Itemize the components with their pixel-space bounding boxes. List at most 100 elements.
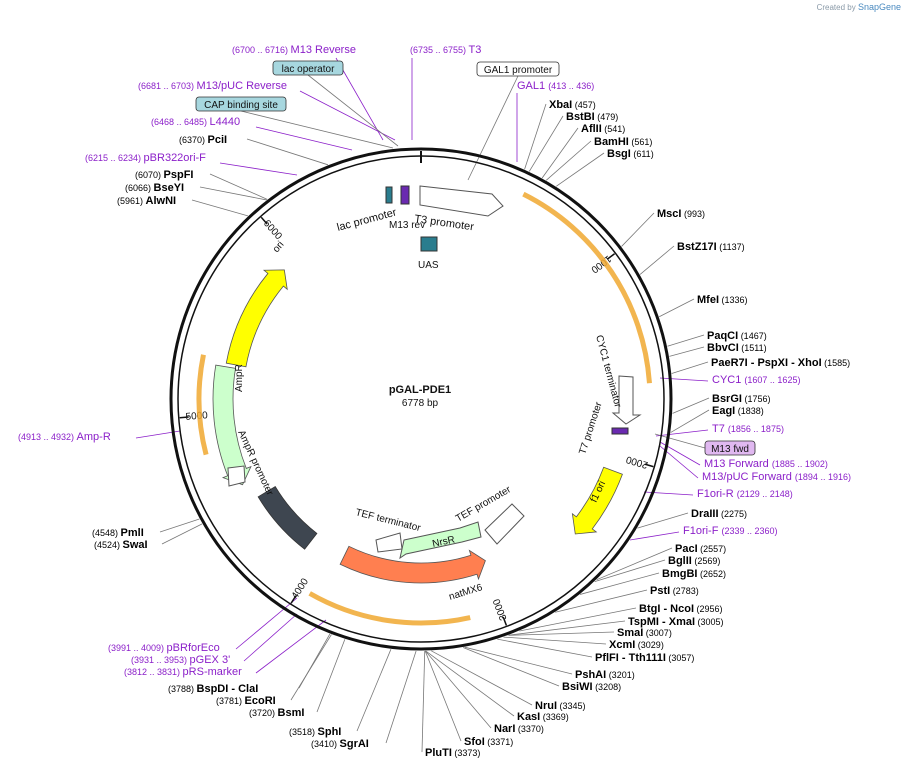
site-leader-bsgi (555, 152, 605, 187)
site-leader-xcmi (503, 636, 607, 645)
cyc1-terminator-arrow (611, 375, 642, 425)
site-leader-psti (555, 589, 648, 613)
box-gal1-promoter (476, 61, 560, 77)
primer-pbr322ori-f: (6215 .. 6234) pBR322ori-F (85, 152, 206, 164)
site-paqci: PaqCI (1467) (707, 330, 767, 342)
site-leader-paer7i-pspxi-xhoi (671, 361, 709, 374)
label-tef-terminator: TEF terminator (354, 507, 422, 534)
site-leader-btgi-ncoi (519, 607, 637, 632)
site-leader-aflii (541, 127, 579, 179)
leader-m13-puc-reverse (299, 90, 396, 141)
site-ecori: (3781) EcoRI (216, 695, 276, 707)
leader-f1ori-f (629, 531, 680, 541)
nrsr-arrow (399, 521, 482, 560)
scale-tick (644, 463, 654, 468)
box-label-gal1-promoter: GAL1 promoter (484, 65, 553, 76)
site-aflii: AflII (541) (581, 123, 625, 135)
scale-tick-label: 6000 (261, 218, 284, 242)
site-eagi: EagI (1838) (712, 405, 764, 417)
leader-pbr322ori-f (219, 162, 298, 176)
amp-arc (196, 354, 209, 456)
site-leader-sgrai (385, 650, 417, 744)
site-pluti: PluTI (3373) (425, 747, 480, 759)
site-sfoi: SfoI (3371) (464, 736, 513, 748)
natmx6-arc (308, 591, 471, 626)
site-nrui: NruI (3345) (535, 700, 586, 712)
site-sphi: (3518) SphI (289, 726, 341, 738)
site-bsmi: (3720) BsmI (249, 707, 304, 719)
site-bstbi: BstBI (479) (566, 111, 618, 123)
site-leader-xbai (524, 103, 547, 170)
box-m13-fwd (704, 440, 756, 456)
box-label-cap-binding-site: CAP binding site (204, 100, 278, 111)
site-sgrai: (3410) SgrAI (311, 738, 369, 750)
scale-tick (290, 595, 297, 604)
site-mfei: MfeI (1336) (697, 294, 748, 306)
site-leader-bseyi (199, 186, 267, 201)
site-leader-sfoi (424, 650, 462, 742)
site-leader-swai (161, 523, 203, 545)
site-leader-bbvci (669, 346, 705, 357)
site-draiii: DraIII (2275) (691, 508, 747, 520)
leader-pgex-3 (243, 613, 298, 662)
site-bseyi: (6066) BseYI (125, 182, 184, 194)
scale-tick (260, 216, 268, 225)
site-bstz17i: BstZ17I (1137) (677, 241, 745, 253)
label-uas: UAS (418, 260, 439, 271)
site-leader-mfei (659, 298, 695, 318)
plasmid-name: pGAL-PDE1 (388, 384, 452, 396)
leader-prs-marker (255, 619, 327, 674)
f1-ori-arrow (571, 466, 623, 535)
site-leader-bamhi (545, 140, 592, 181)
site-bsgi: BsgI (611) (607, 148, 654, 160)
plasmid-size: 6778 bp (401, 398, 439, 409)
leader-l4440 (255, 126, 353, 151)
leader-box-cap-binding-site (240, 110, 394, 149)
site-pspfi: (6070) PspFI (135, 169, 193, 181)
site-leader-pcii (246, 138, 329, 166)
site-pcii: (6370) PciI (179, 134, 227, 146)
t7-promoter-block (611, 427, 629, 435)
ampr-arrow (212, 364, 252, 486)
site-leader-msci (621, 212, 655, 247)
site-bsrgi: BsrGI (1756) (712, 393, 771, 405)
primer-t3: (6735 .. 6755) T3 (410, 44, 481, 56)
site-xbai: XbaI (457) (549, 99, 596, 111)
scale-tick (606, 253, 616, 260)
label-cyc1-terminator: CYC1 terminator (593, 334, 623, 409)
natmx6-arrow (339, 545, 486, 584)
site-leader-paci (596, 547, 673, 581)
primer-m13-puc-forward: M13/pUC Forward (1894 .. 1916) (702, 471, 851, 483)
site-btgi-ncoi: BtgI - NcoI (2956) (639, 603, 723, 615)
primer-f1ori-r: F1ori-R (2129 .. 2148) (697, 488, 793, 500)
label-natmx6: natMX6 (448, 582, 485, 603)
primer-t7: T7 (1856 .. 1875) (712, 423, 784, 435)
site-leader-nrui (431, 650, 533, 706)
site-bamhi: BamHI (561) (594, 136, 652, 148)
tef-promoter-arrow (484, 503, 525, 545)
site-kasi: KasI (3369) (517, 711, 569, 723)
site-leader-bstz17i (639, 245, 675, 275)
site-psti: PstI (2783) (650, 585, 699, 597)
site-bspdi-clai: (3788) BspDI - ClaI (168, 683, 258, 695)
scale-tick (179, 416, 189, 419)
backbone-outer (169, 147, 673, 651)
primer-m13-reverse: (6700 .. 6716) M13 Reverse (232, 44, 356, 56)
site-leader-bglii (594, 559, 666, 583)
label-t7-promoter: T7 promoter (577, 400, 604, 456)
site-smai: SmaI (3007) (617, 627, 672, 639)
site-paci: PacI (2557) (675, 543, 726, 555)
primer-cyc1: CYC1 (1607 .. 1625) (712, 374, 800, 386)
leader-t7 (655, 429, 709, 437)
snapgene-brand: SnapGene (857, 2, 901, 12)
site-pflfi-tth111i: PflFI - Tth111I (3057) (595, 652, 694, 664)
site-leader-eagi (670, 409, 710, 433)
m13-rev-block (400, 185, 410, 205)
site-paer7i-pspxi-xhoi: PaeR7I - PspXI - XhoI (1585) (711, 357, 850, 369)
site-alwni: (5961) AlwNI (117, 195, 176, 207)
site-leader-pluti (421, 650, 426, 753)
site-pshai: PshAI (3201) (575, 669, 635, 681)
primer-amp-r: (4913 .. 4932) Amp-R (18, 431, 111, 443)
primer-f1ori-f: F1ori-F (2339 .. 2360) (683, 525, 778, 537)
site-leader-pflfi-tth111i (497, 638, 593, 658)
